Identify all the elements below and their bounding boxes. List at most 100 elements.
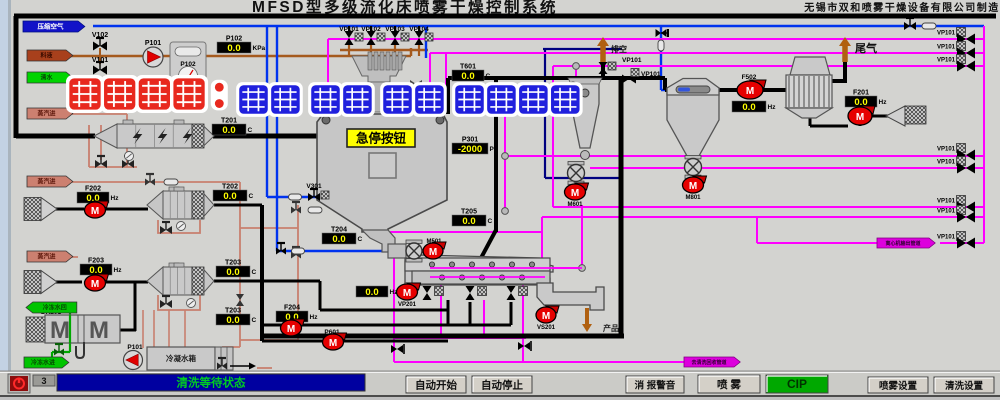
- svg-text:V301: V301: [306, 183, 322, 190]
- svg-text:M801: M801: [685, 195, 701, 201]
- svg-text:C: C: [486, 73, 491, 80]
- svg-text:VP101: VP101: [937, 209, 956, 215]
- svg-text:VP101: VP101: [937, 160, 956, 166]
- svg-text:VP101: VP101: [937, 199, 956, 205]
- svg-text:VP101: VP101: [937, 31, 956, 37]
- svg-text:压缩空气: 压缩空气: [38, 22, 65, 31]
- svg-text:P101: P101: [127, 344, 143, 351]
- svg-text:离心机输出管道: 离心机输出管道: [885, 240, 920, 247]
- svg-text:M: M: [429, 247, 437, 258]
- svg-text:F201: F201: [853, 90, 869, 97]
- svg-text:0.0: 0.0: [365, 287, 378, 298]
- svg-text:蒸汽进: 蒸汽进: [37, 110, 55, 118]
- svg-text:尾气: 尾气: [854, 41, 877, 55]
- svg-text:Hz: Hz: [310, 314, 319, 321]
- svg-text:C: C: [249, 193, 254, 200]
- svg-text:T204: T204: [331, 227, 347, 234]
- svg-text:C: C: [358, 236, 363, 243]
- svg-text:Hz: Hz: [390, 289, 399, 296]
- svg-text:0.0: 0.0: [86, 193, 99, 204]
- svg-text:0.0: 0.0: [461, 71, 474, 82]
- svg-text:T205: T205: [461, 209, 477, 216]
- svg-text:0.0: 0.0: [332, 234, 345, 245]
- svg-text:V102: V102: [92, 32, 108, 39]
- svg-text:T601: T601: [460, 64, 476, 71]
- svg-text:产品: 产品: [603, 323, 619, 333]
- svg-text:M: M: [91, 279, 99, 290]
- svg-text:M: M: [571, 188, 579, 199]
- svg-text:0.0: 0.0: [226, 315, 239, 326]
- svg-text:自动停止: 自动停止: [481, 379, 523, 392]
- svg-text:C: C: [488, 218, 493, 225]
- svg-text:VP201: VP201: [398, 302, 417, 308]
- svg-text:Hz: Hz: [114, 267, 123, 274]
- svg-text:F202: F202: [85, 186, 101, 193]
- svg-text:VP101: VP101: [937, 58, 956, 64]
- svg-text:VP101: VP101: [641, 71, 661, 78]
- svg-text:VP101: VP101: [937, 45, 956, 51]
- svg-text:C: C: [252, 317, 257, 324]
- svg-text:T203: T203: [225, 260, 241, 267]
- svg-text:冷冻水回: 冷冻水回: [43, 304, 67, 312]
- svg-text:0.0: 0.0: [742, 102, 755, 113]
- svg-text:M601: M601: [567, 202, 583, 208]
- svg-text:0.0: 0.0: [222, 125, 235, 136]
- svg-text:Hz: Hz: [879, 99, 888, 106]
- svg-text:冷凝水箱: 冷凝水箱: [166, 353, 196, 363]
- svg-text:C: C: [252, 269, 257, 276]
- svg-text:无锡市双和喷雾干燥设备有限公司制造: 无锡市双和喷雾干燥设备有限公司制造: [803, 1, 1000, 14]
- svg-text:M: M: [50, 317, 70, 344]
- svg-text:0.0: 0.0: [223, 191, 236, 202]
- svg-text:F204: F204: [284, 305, 300, 312]
- svg-text:KPa: KPa: [253, 45, 266, 52]
- svg-text:3: 3: [41, 376, 46, 386]
- svg-text:清洗等待状态: 清洗等待状态: [177, 376, 246, 390]
- svg-text:V101: V101: [92, 57, 108, 64]
- svg-text:蒸汽进: 蒸汽进: [37, 178, 55, 186]
- svg-text:0.0: 0.0: [227, 43, 240, 54]
- svg-text:T203: T203: [225, 308, 241, 315]
- svg-text:M: M: [91, 206, 99, 217]
- svg-text:料液: 料液: [40, 52, 53, 60]
- svg-text:F203: F203: [88, 258, 104, 265]
- svg-text:M: M: [89, 317, 109, 344]
- svg-text:去清洗回收管道: 去清洗回收管道: [691, 359, 726, 366]
- svg-text:0.0: 0.0: [285, 312, 298, 323]
- svg-text:清水: 清水: [40, 74, 53, 82]
- svg-text:喷雾设置: 喷雾设置: [879, 380, 918, 392]
- svg-text:P102: P102: [180, 61, 196, 68]
- svg-text:Hz: Hz: [111, 195, 120, 202]
- svg-text:M: M: [403, 288, 411, 299]
- svg-text:MFSD型多级流化床喷雾干燥控制系统: MFSD型多级流化床喷雾干燥控制系统: [252, 0, 558, 16]
- svg-text:M: M: [329, 338, 337, 349]
- svg-text:F502: F502: [742, 74, 757, 81]
- svg-text:0.0: 0.0: [854, 97, 867, 108]
- svg-text:P102: P102: [226, 36, 242, 43]
- svg-text:M: M: [856, 112, 864, 123]
- svg-text:VS201: VS201: [537, 325, 556, 331]
- svg-text:消 报警音: 消 报警音: [635, 380, 676, 392]
- svg-text:自动开始: 自动开始: [415, 379, 457, 392]
- svg-text:-2000: -2000: [458, 144, 482, 155]
- svg-text:排空: 排空: [611, 44, 627, 54]
- svg-text:0.0: 0.0: [226, 267, 239, 278]
- svg-text:清洗设置: 清洗设置: [945, 380, 984, 392]
- svg-text:0.0: 0.0: [89, 265, 102, 276]
- svg-text:M: M: [287, 324, 295, 335]
- svg-text:M: M: [689, 181, 697, 192]
- svg-text:CIP: CIP: [787, 377, 807, 391]
- svg-text:VP101: VP101: [937, 235, 956, 241]
- svg-text:T202: T202: [222, 184, 238, 191]
- svg-text:C: C: [248, 127, 253, 134]
- svg-text:P301: P301: [462, 137, 478, 144]
- svg-text:Hz: Hz: [768, 104, 777, 111]
- svg-text:0.0: 0.0: [462, 216, 475, 227]
- svg-text:急停按钮: 急停按钮: [356, 131, 407, 146]
- svg-text:VP101: VP101: [622, 57, 642, 64]
- svg-text:P101: P101: [145, 40, 161, 47]
- svg-text:蒸汽进: 蒸汽进: [37, 253, 55, 261]
- svg-text:VP101: VP101: [937, 147, 956, 153]
- svg-text:冷冻水进: 冷冻水进: [31, 359, 55, 367]
- svg-text:T201: T201: [221, 118, 237, 125]
- svg-text:喷 雾: 喷 雾: [717, 378, 741, 391]
